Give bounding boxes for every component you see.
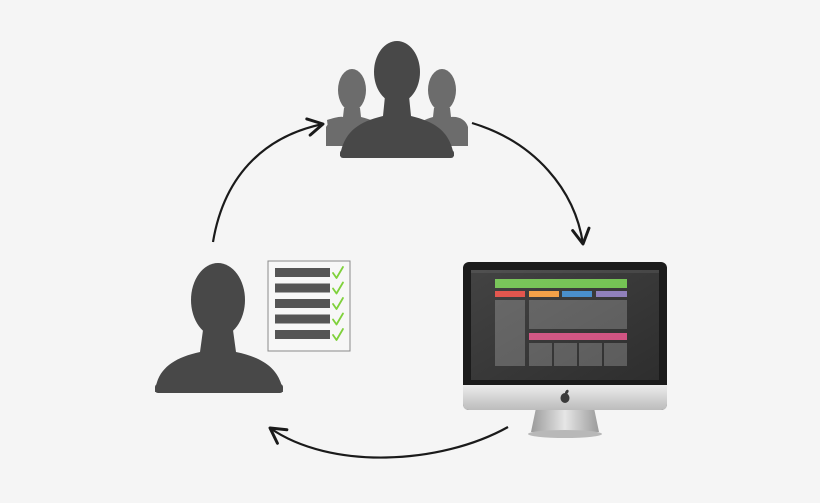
checklist-rows (275, 266, 344, 341)
user-group-icon (326, 41, 468, 158)
apple-logo-icon (560, 389, 570, 403)
arrow-computer-to-individual (268, 426, 509, 459)
checkmark-icon (332, 281, 344, 295)
checkmark-icon (332, 312, 344, 326)
checklist-item-bar (275, 299, 330, 308)
checkmark-icon (332, 297, 344, 310)
checklist-item-bar (275, 330, 330, 339)
checklist-icon (267, 260, 351, 352)
user-icon (155, 263, 283, 393)
checklist-item-bar (275, 283, 330, 293)
center-person-icon (340, 41, 454, 158)
arrow-individual-to-group (211, 117, 325, 243)
checklist-item-bar (275, 314, 330, 324)
checkmark-icon (332, 328, 344, 341)
checklist-item-bar (275, 268, 330, 277)
imac-computer-icon (463, 262, 667, 438)
arrow-group-to-computer (471, 121, 591, 246)
checkmark-icon (332, 266, 344, 279)
computer-stand (531, 408, 599, 432)
